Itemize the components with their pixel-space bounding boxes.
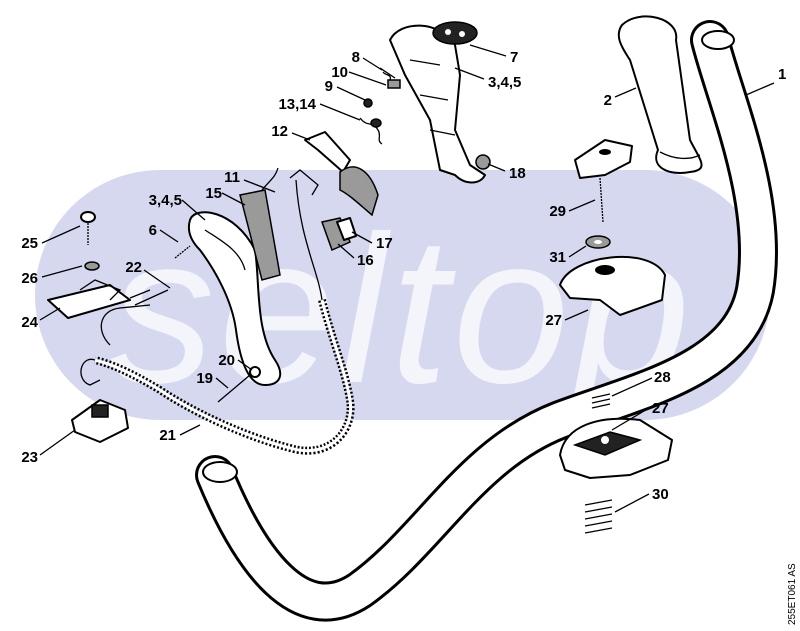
callout-2: 2 <box>604 92 612 109</box>
clamp-lower <box>559 417 673 479</box>
callout-7: 7 <box>510 49 518 66</box>
callout-28: 28 <box>654 369 671 386</box>
switch-23 <box>71 399 129 443</box>
spring-28 <box>591 393 611 409</box>
callout-23: 23 <box>21 449 38 466</box>
callout-11: 11 <box>224 169 240 186</box>
callout-9: 9 <box>325 78 333 95</box>
spring-30 <box>584 499 613 534</box>
callout-15: 15 <box>205 185 222 202</box>
callout-8: 8 <box>352 49 360 66</box>
callout-6: 6 <box>149 222 157 239</box>
callout-31: 31 <box>549 249 566 266</box>
callout-27-lower: 27 <box>652 400 669 417</box>
knob-29 <box>574 139 633 223</box>
figure-code: 255ET061 AS <box>787 563 798 625</box>
callout-3-4-5-lower: 3,4,5 <box>149 192 182 209</box>
callout-25: 25 <box>21 235 38 252</box>
clamp-upper <box>559 255 666 316</box>
nut-18 <box>475 154 491 170</box>
switch-parts <box>47 211 169 319</box>
callout-22: 22 <box>125 259 142 276</box>
control-housing-lower <box>187 167 282 386</box>
callout-29: 29 <box>549 203 566 220</box>
grip <box>617 15 703 174</box>
callout-17: 17 <box>376 235 393 252</box>
callout-27-upper: 27 <box>545 312 562 329</box>
callout-16: 16 <box>357 252 374 269</box>
callout-labels: 1 2 3,4,5 3,4,5 6 7 8 9 10 11 12 13,14 1… <box>21 49 786 503</box>
screw-6 <box>174 245 191 259</box>
callout-3-4-5-upper: 3,4,5 <box>488 74 521 91</box>
callout-26: 26 <box>21 270 38 287</box>
tube-end-top <box>701 30 735 50</box>
screw-19 <box>217 366 261 403</box>
small-hardware <box>359 67 401 145</box>
callout-12: 12 <box>271 123 288 140</box>
callout-19: 19 <box>196 370 213 387</box>
control-housing-upper <box>389 21 486 184</box>
callout-20: 20 <box>218 352 235 369</box>
callout-18: 18 <box>509 165 526 182</box>
callout-30: 30 <box>652 486 669 503</box>
callout-10: 10 <box>331 64 348 81</box>
callout-1: 1 <box>778 66 786 83</box>
callout-24: 24 <box>21 314 38 331</box>
callout-21: 21 <box>159 427 176 444</box>
callout-13-14: 13,14 <box>278 96 316 113</box>
handlebar-tube <box>195 20 778 622</box>
trigger-parts <box>304 131 379 252</box>
washer-31 <box>585 235 611 249</box>
throttle-cable <box>80 169 355 455</box>
leader-lines <box>39 44 775 513</box>
tube-end-bottom <box>202 461 238 483</box>
